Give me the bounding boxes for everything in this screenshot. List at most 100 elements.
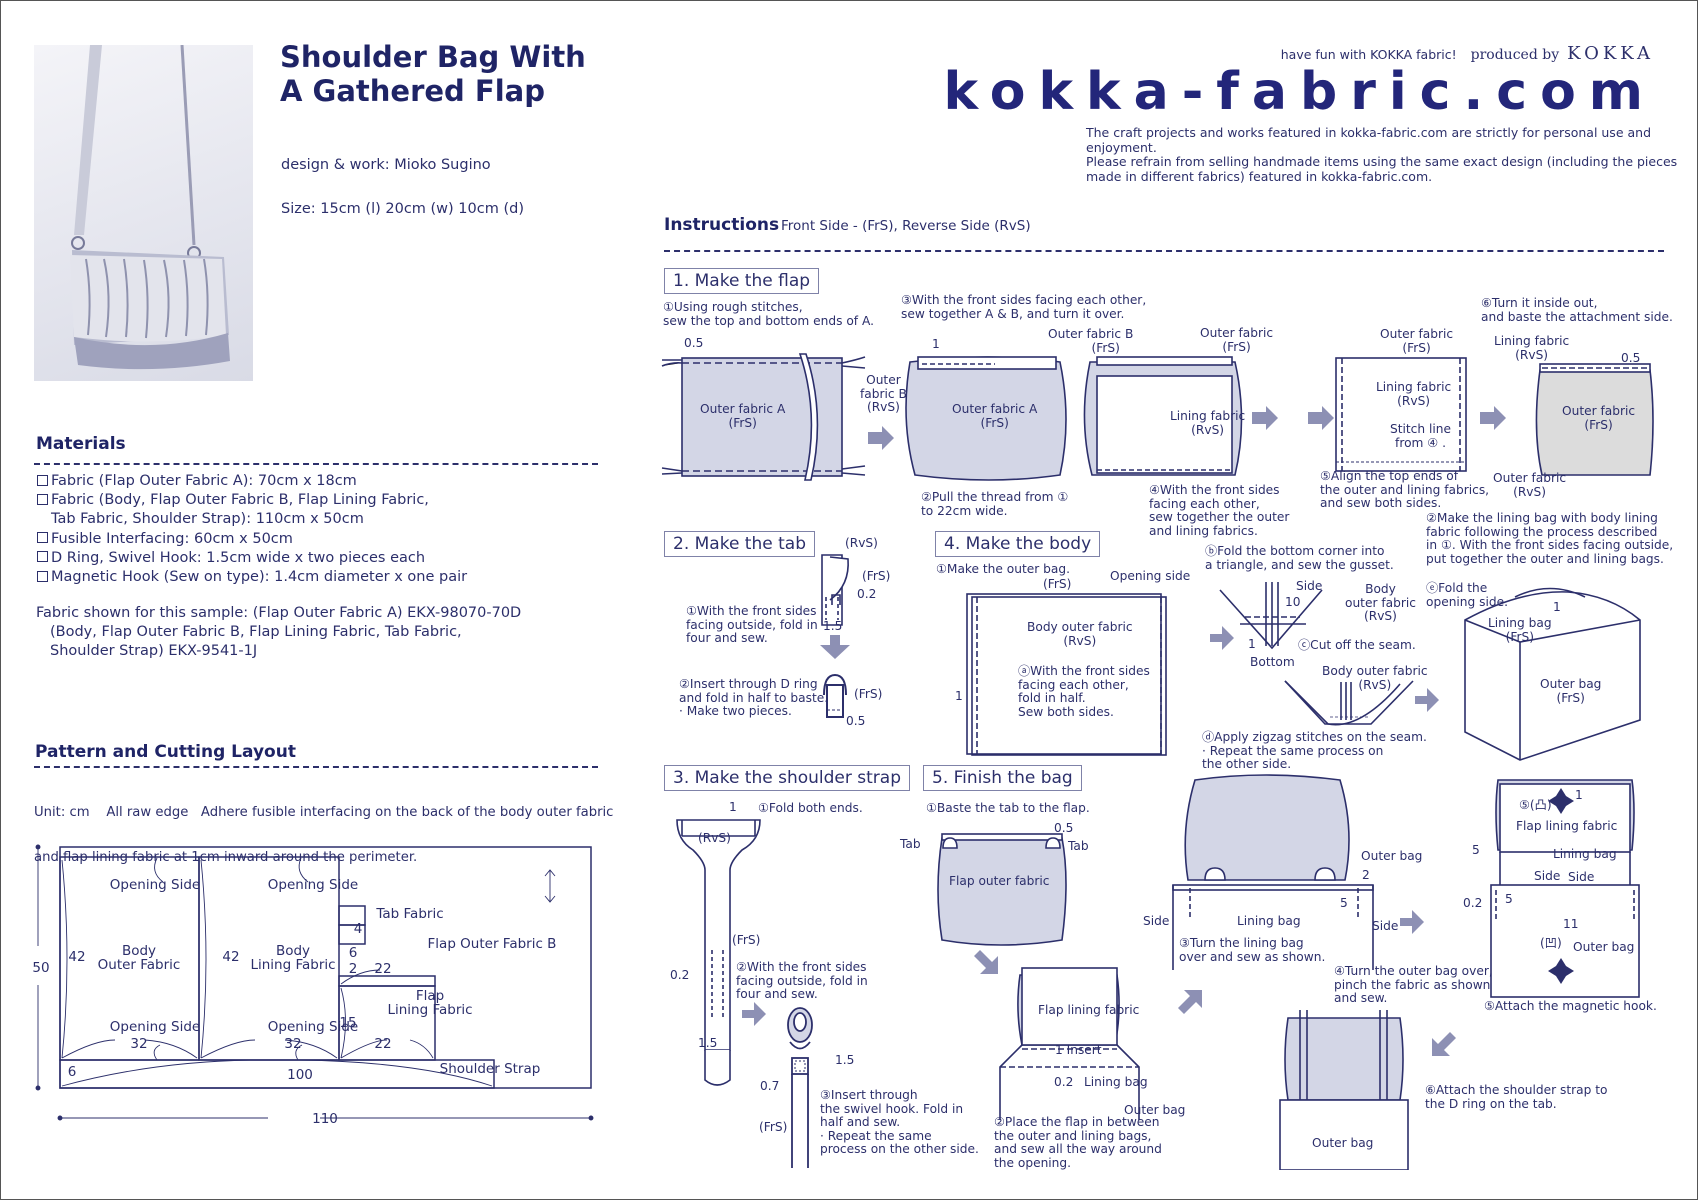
- material-item: Fabric (Flap Outer Fabric A): 70cm x 18c…: [37, 472, 467, 491]
- step-3-diagram: [676, 819, 766, 1086]
- step1-note-1: ①Using rough stitches,sew the top and bo…: [663, 300, 874, 328]
- label-opening-side: Opening Side: [268, 1019, 358, 1035]
- label-side: Side: [1372, 919, 1399, 933]
- arrow-down-left-icon: [1432, 1032, 1456, 1056]
- label-flap-lining: Lining Fabric: [387, 1002, 472, 1018]
- label-frs: (FrS): [862, 569, 891, 583]
- dim-1: 1: [1553, 600, 1561, 614]
- label-frs: (FrS): [854, 687, 883, 701]
- materials-heading: Materials: [36, 434, 126, 454]
- arrow-down-right-icon: [974, 950, 998, 974]
- title-line-1: Shoulder Bag With: [280, 40, 586, 74]
- label-lining-rvs: Lining fabric(RvS): [1376, 380, 1452, 408]
- site-logo[interactable]: kokka-fabric.com: [943, 62, 1656, 122]
- materials-divider: [34, 463, 598, 465]
- title-line-2: A Gathered Flap: [280, 74, 545, 108]
- dim-1: 1: [955, 689, 963, 703]
- dim-22: 22: [374, 961, 391, 977]
- label-outer-b-frs: Outer fabric B(FrS): [1048, 327, 1134, 355]
- arrow-right-icon: [1210, 626, 1234, 650]
- label-outer-rvs: Outer fabric(RvS): [1493, 471, 1567, 499]
- label-flap-lining: Flap: [416, 988, 444, 1004]
- step-2-title: 2. Make the tab: [664, 531, 815, 557]
- dim-0-5: 0.5: [846, 714, 866, 728]
- label-outer-bag: Outer bag: [1312, 1136, 1374, 1150]
- label-frs: (FrS): [759, 1120, 788, 1134]
- step5-note-4: ④Turn the outer bag over, pinch the fabr…: [1334, 964, 1493, 1005]
- label-outer-bag: Outer bag(FrS): [1540, 677, 1602, 705]
- label-body-outer-rvs: Body outer fabric(RvS): [1322, 664, 1428, 692]
- sample-line: (Body, Flap Outer Fabric B, Flap Lining …: [50, 624, 462, 641]
- label-lining-bag: Lining bag(FrS): [1488, 616, 1552, 644]
- dim-5: 5: [1472, 843, 1480, 857]
- label-bottom: Bottom: [1250, 655, 1295, 669]
- step-5-diagram: [937, 774, 1640, 1170]
- material-item: Fusible Interfacing: 60cm x 50cm: [37, 530, 467, 549]
- label-outer-frs: Outer fabric(FrS): [1200, 326, 1274, 354]
- material-item: Magnetic Hook (Sew on type): 1.4cm diame…: [37, 568, 467, 587]
- arrow-right-icon: [742, 1002, 766, 1026]
- arrow-right-icon: [1400, 910, 1424, 934]
- label-side: Side: [1296, 579, 1323, 593]
- label-lining-rvs: Lining fabric(RvS): [1494, 334, 1570, 362]
- label-outer-a: Outer fabric A(FrS): [952, 402, 1038, 430]
- label-hook-top: ⑤(凸): [1519, 798, 1552, 812]
- label-body-lining: Lining Fabric: [250, 957, 335, 973]
- dim-15: 15: [339, 1015, 356, 1031]
- label-body-outer: Outer Fabric: [98, 957, 181, 973]
- label-outer-bag: Outer bag: [1573, 940, 1635, 954]
- dim-1: 1: [1248, 637, 1256, 651]
- dim-6: 6: [68, 1064, 77, 1080]
- step-4-diagram: [966, 582, 1641, 761]
- piece-shoulder-strap: [59, 1059, 495, 1089]
- label-body-outer-rvs: Body outer fabric(RvS): [1027, 620, 1133, 648]
- checkbox-icon: [37, 570, 48, 582]
- label-side: Side: [1568, 870, 1595, 884]
- dim-0-5: 0.5: [1621, 351, 1641, 365]
- label-lining-rvs: Lining fabric(RvS): [1170, 409, 1246, 437]
- step-4-title: 4. Make the body: [935, 531, 1101, 557]
- label-hook-bottom: (凹): [1540, 936, 1562, 950]
- material-item-cont: Tab Fabric, Shoulder Strap): 110cm x 50c…: [51, 511, 364, 528]
- dim-0-5: 0.5: [684, 336, 704, 350]
- label-side: Side: [1534, 869, 1561, 883]
- label-lining-bag: Lining bag: [1237, 914, 1301, 928]
- label-opening-side: Opening Side: [268, 877, 358, 893]
- usage-notice: The craft projects and works featured in…: [1086, 125, 1686, 184]
- label-side: Side: [1143, 914, 1170, 928]
- dim-32: 32: [130, 1036, 147, 1052]
- checkbox-icon: [37, 532, 48, 544]
- dim-0-2: 0.2: [670, 968, 690, 982]
- dim-5: 5: [1505, 892, 1513, 906]
- material-item: D Ring, Swivel Hook: 1.5cm wide x two pi…: [37, 549, 467, 568]
- label-flap-lining: Flap lining fabric: [1516, 819, 1618, 833]
- label-lining-bag: Lining bag: [1553, 847, 1617, 861]
- dim-6: 6: [349, 945, 358, 961]
- magnetic-hook-icon: [1548, 788, 1574, 814]
- layout-heading: Pattern and Cutting Layout: [35, 742, 296, 762]
- materials-list: Fabric (Flap Outer Fabric A): 70cm x 18c…: [37, 472, 467, 587]
- dim-1-5: 1.5: [823, 619, 843, 633]
- notice-line: The craft projects and works featured in…: [1086, 125, 1652, 155]
- label-flap-outer-b: Flap Outer Fabric B: [428, 936, 557, 952]
- label-flap-lining: Flap lining fabric: [1038, 1003, 1140, 1017]
- dim-32: 32: [284, 1036, 301, 1052]
- label-opening-side: Opening Side: [110, 877, 200, 893]
- layout-desc-line: Unit: cm All raw edge Adhere fusible int…: [34, 805, 614, 820]
- instructions-divider: [664, 250, 1664, 252]
- arrow-right-icon: [1415, 688, 1439, 712]
- step-2-diagram: [820, 554, 850, 718]
